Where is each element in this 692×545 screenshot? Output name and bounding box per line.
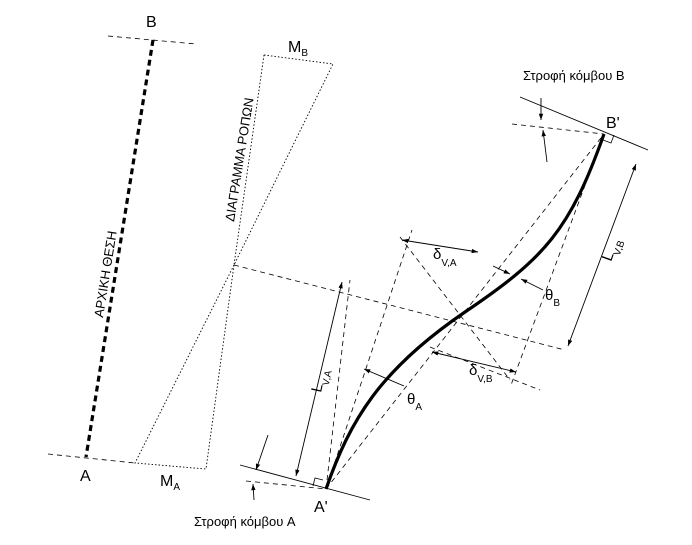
point-b-prime-label: B': [606, 115, 620, 132]
delta-vb-dimension: [431, 351, 517, 373]
moment-diagram-group: [134, 54, 334, 470]
delta-vb-label: δV,B: [469, 362, 493, 385]
node-b-rotation-label: Στροφή κόμβου B: [523, 68, 625, 83]
point-b-label: B: [146, 14, 157, 31]
theta-b-arrow-left: [492, 265, 511, 275]
moment-diagram-label: ΔΙΑΓΡΑΜΜΑ ΡΟΠΩΝ: [222, 97, 256, 223]
inflection-horizontal-dashed: [233, 264, 566, 351]
tangent-a-line: [325, 229, 413, 490]
length-vb-label: LV,B: [599, 235, 628, 265]
theta-b-arrow-right: [520, 278, 544, 291]
moment-triangle-top-left: [233, 54, 265, 266]
dimension-group: [251, 98, 637, 501]
bottom-extension-line: [47, 453, 136, 464]
delta-va-label: δV,A: [433, 246, 457, 269]
node-a-rotation-arrow-top: [255, 434, 269, 471]
moment-b-label: MB: [288, 39, 308, 59]
initial-position-group: [47, 35, 197, 464]
node-a-rotation-label: Στροφή κόμβου A: [194, 514, 296, 529]
theta-a-label: θA: [407, 391, 422, 413]
node-b-rotation-arrow-bottom: [541, 129, 548, 163]
node-b-tangent-line: [519, 96, 649, 151]
theta-b-label: θB: [545, 287, 560, 309]
node-a-rotation-arrow-bottom: [251, 483, 256, 501]
moment-triangle-bottom: [134, 264, 235, 470]
tangent-a-extension: [325, 279, 351, 490]
length-vb-dimension: [567, 163, 637, 347]
theta-a-arrow: [363, 368, 405, 387]
right-angle-b: [602, 134, 615, 144]
length-va-label: LV,A: [308, 367, 334, 395]
node-a-tangent-line: [239, 464, 371, 501]
delta-va-dimension: [401, 238, 479, 254]
node-b-reference-dashed: [511, 123, 605, 135]
initial-member-line: [84, 39, 155, 458]
moment-a-label: MA: [160, 473, 180, 493]
length-va-dimension: [295, 281, 343, 477]
point-a-label: A: [80, 468, 91, 485]
top-extension-line: [107, 35, 197, 45]
right-angle-a: [312, 477, 324, 487]
node-a-reference-dashed: [245, 480, 327, 490]
point-a-prime-label: A': [314, 499, 328, 516]
labels-group: B A B' A' MB MA ΑΡΧΙΚΗ ΘΕΣΗ ΔΙΑΓΡΑΜΜΑ ΡΟ…: [80, 14, 628, 529]
chord-parallel-dashed: [399, 236, 511, 381]
initial-position-label: ΑΡΧΙΚΗ ΘΕΣΗ: [91, 230, 120, 319]
moment-triangle-bottom-right: [205, 264, 235, 470]
